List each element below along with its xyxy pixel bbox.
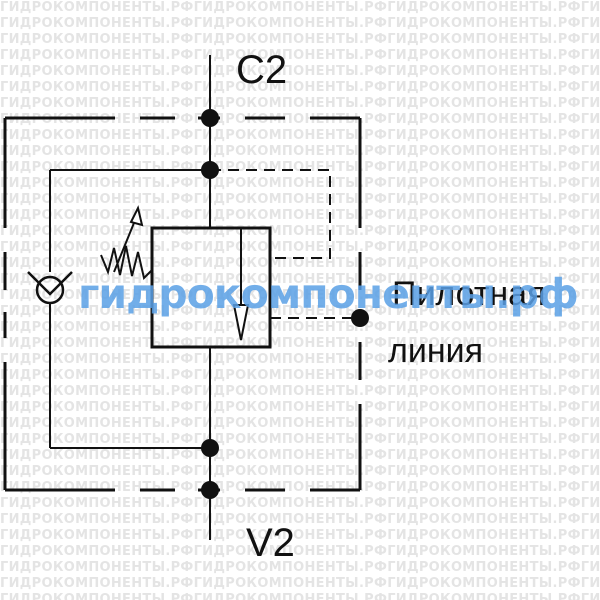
port-c2-dot bbox=[201, 109, 219, 127]
valve-envelope bbox=[3, 116, 362, 492]
junction-dots bbox=[201, 109, 369, 499]
port-v2-label: V2 bbox=[246, 521, 295, 565]
junction-dot-upper bbox=[201, 161, 219, 179]
spool-arrow-icon bbox=[232, 228, 250, 341]
brand-watermark: гидрокомпоненты.рф bbox=[78, 270, 579, 318]
valve-body bbox=[150, 226, 272, 349]
bypass-circuit bbox=[49, 169, 210, 449]
adjustable-spring-icon bbox=[100, 205, 153, 280]
port-v2-dot bbox=[201, 481, 219, 499]
pilot-label-line2: линия bbox=[388, 332, 483, 370]
check-valve-icon bbox=[27, 271, 73, 305]
pilot-label-line1: Пилотная bbox=[392, 275, 545, 313]
port-c2-label: C2 bbox=[236, 48, 287, 92]
pilot-port-dot bbox=[351, 309, 369, 327]
junction-dot-lower bbox=[201, 439, 219, 457]
drain-dashed-line bbox=[210, 169, 331, 259]
